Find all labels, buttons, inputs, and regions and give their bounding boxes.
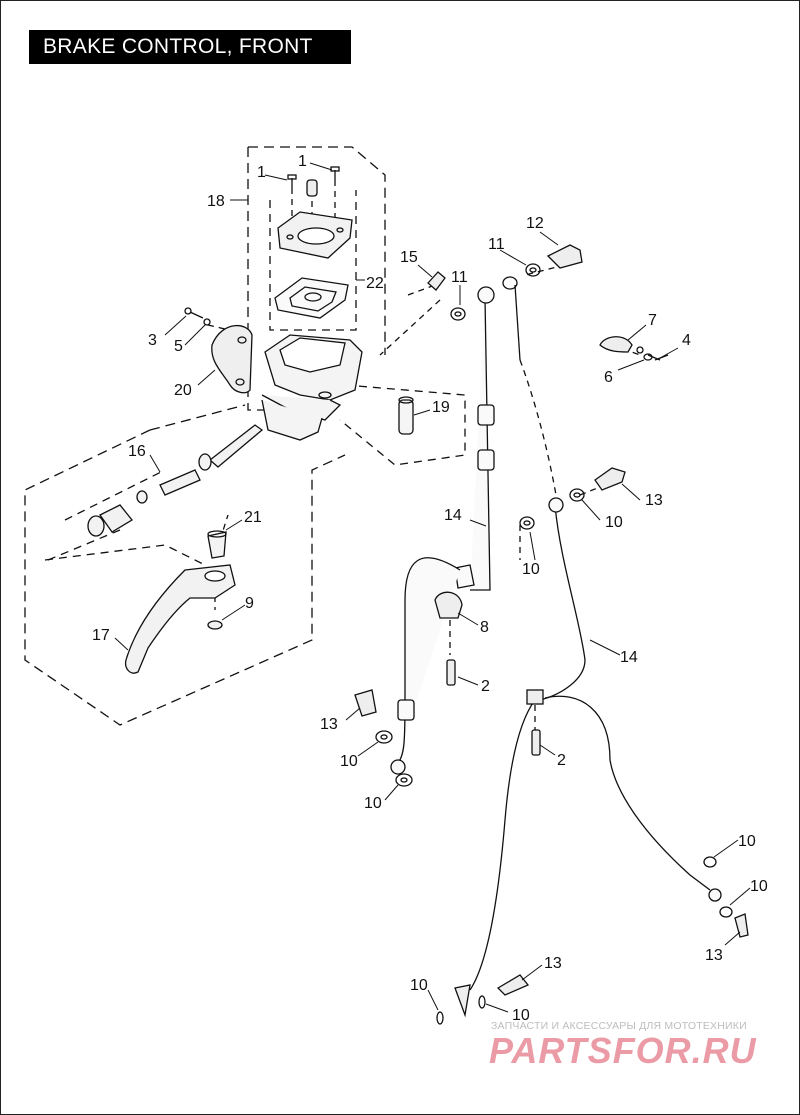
watermark-logo: PARTSFOR.RU xyxy=(489,1030,757,1071)
callout-6: 6 xyxy=(604,369,613,386)
assembly-outline-16 xyxy=(47,469,166,561)
callout-10b: 10 xyxy=(522,561,540,578)
callout-20: 20 xyxy=(174,382,192,399)
callout-14b: 14 xyxy=(620,649,638,666)
line-clamp-and-screws xyxy=(434,591,541,756)
callout-8: 8 xyxy=(480,619,489,636)
callout-1b: 1 xyxy=(298,153,307,170)
callout-17: 17 xyxy=(92,627,110,644)
assembly-outline-18 xyxy=(247,146,386,411)
callout-3: 3 xyxy=(148,332,157,349)
callout-9: 9 xyxy=(245,595,254,612)
callout-10d: 10 xyxy=(364,795,382,812)
callout-10g: 10 xyxy=(410,977,428,994)
reservoir-cover xyxy=(277,211,353,259)
callout-1a: 1 xyxy=(257,164,266,181)
master-cylinder-body xyxy=(261,334,363,441)
callout-leaders xyxy=(114,162,751,1013)
callout-16: 16 xyxy=(128,443,146,460)
callout-13b: 13 xyxy=(320,716,338,733)
brake-line-upper xyxy=(390,286,495,775)
callout-10h: 10 xyxy=(512,1007,530,1024)
callout-numbers: 1 1 18 22 3 5 20 15 11 11 12 7 4 6 19 16… xyxy=(92,153,768,1024)
pivot-boot xyxy=(207,530,227,559)
callout-13d: 13 xyxy=(544,955,562,972)
callout-13c: 13 xyxy=(705,947,723,964)
callout-4: 4 xyxy=(682,332,691,349)
callout-19: 19 xyxy=(432,399,450,416)
callout-14a: 14 xyxy=(444,507,462,524)
callout-12: 12 xyxy=(526,215,544,232)
callout-7: 7 xyxy=(648,312,657,329)
assembly-outline-lever xyxy=(24,404,346,726)
pivot-pin xyxy=(398,396,414,435)
brake-line-lower xyxy=(454,284,722,1018)
banjo-parts xyxy=(427,244,583,321)
callout-10c: 10 xyxy=(340,753,358,770)
callout-22: 22 xyxy=(366,275,384,292)
piston-assembly xyxy=(87,424,264,537)
callout-15: 15 xyxy=(400,249,418,266)
assembly-outline-17 xyxy=(44,544,206,566)
small-screws xyxy=(184,166,340,326)
brake-lever xyxy=(124,564,236,674)
callout-10e: 10 xyxy=(738,833,756,850)
callout-2b: 2 xyxy=(557,752,566,769)
diagram-title-text: BRAKE CONTROL, FRONT xyxy=(43,35,313,58)
callout-10a: 10 xyxy=(605,514,623,531)
reservoir-gasket xyxy=(274,277,349,319)
callout-5: 5 xyxy=(174,338,183,355)
handlebar-clamp xyxy=(211,324,253,394)
watermark-tagline: ЗАПЧАСТИ И АКСЕССУАРЫ ДЛЯ МОТОТЕХНИКИ xyxy=(491,1020,747,1032)
callout-13a: 13 xyxy=(645,492,663,509)
crush-washers xyxy=(375,488,733,1025)
diagram-title: BRAKE CONTROL, FRONT xyxy=(29,30,351,64)
callout-10f: 10 xyxy=(750,878,768,895)
callout-21: 21 xyxy=(244,509,262,526)
callout-18: 18 xyxy=(207,193,225,210)
hose-clip xyxy=(599,336,661,361)
small-nut-screw xyxy=(643,353,669,361)
callout-2a: 2 xyxy=(481,678,490,695)
assembly-outline-22 xyxy=(269,190,357,331)
banjo-bolts xyxy=(354,467,749,996)
callout-11a: 11 xyxy=(451,269,468,286)
callout-11b: 11 xyxy=(488,236,505,253)
